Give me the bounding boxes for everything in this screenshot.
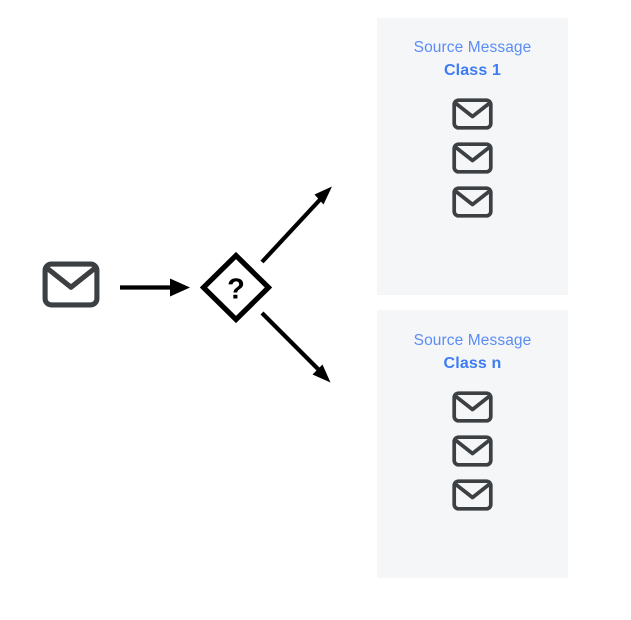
source-envelope-icon [42,261,100,308]
class-panel-subtitle: Class n [443,354,502,372]
envelope-icon [452,478,493,511]
class-panel-title: Source Message [413,332,532,349]
arrow-decision-to-class-1 [260,186,332,264]
envelope-icon [452,141,493,174]
envelope-icon [452,97,493,130]
envelope-icon [452,390,493,423]
class-panel-class-n: Source Message Class n [377,310,568,578]
class-panel-class-1: Source Message Class 1 [377,18,568,295]
class-panel-heading: Source Message Class 1 [414,18,532,79]
class-panel-title: Source Message [413,39,532,56]
arrow-decision-to-class-n [260,311,331,383]
class-panel-heading: Source Message Class n [414,310,532,372]
envelope-icon [452,434,493,467]
envelope-icon [452,185,493,218]
arrow-source-to-decision [120,278,190,297]
class-panel-subtitle: Class 1 [443,61,502,79]
decision-question-mark: ? [227,274,245,306]
message-list [452,390,493,511]
message-list [452,97,493,218]
diamond-decision-icon: ? [199,251,273,324]
